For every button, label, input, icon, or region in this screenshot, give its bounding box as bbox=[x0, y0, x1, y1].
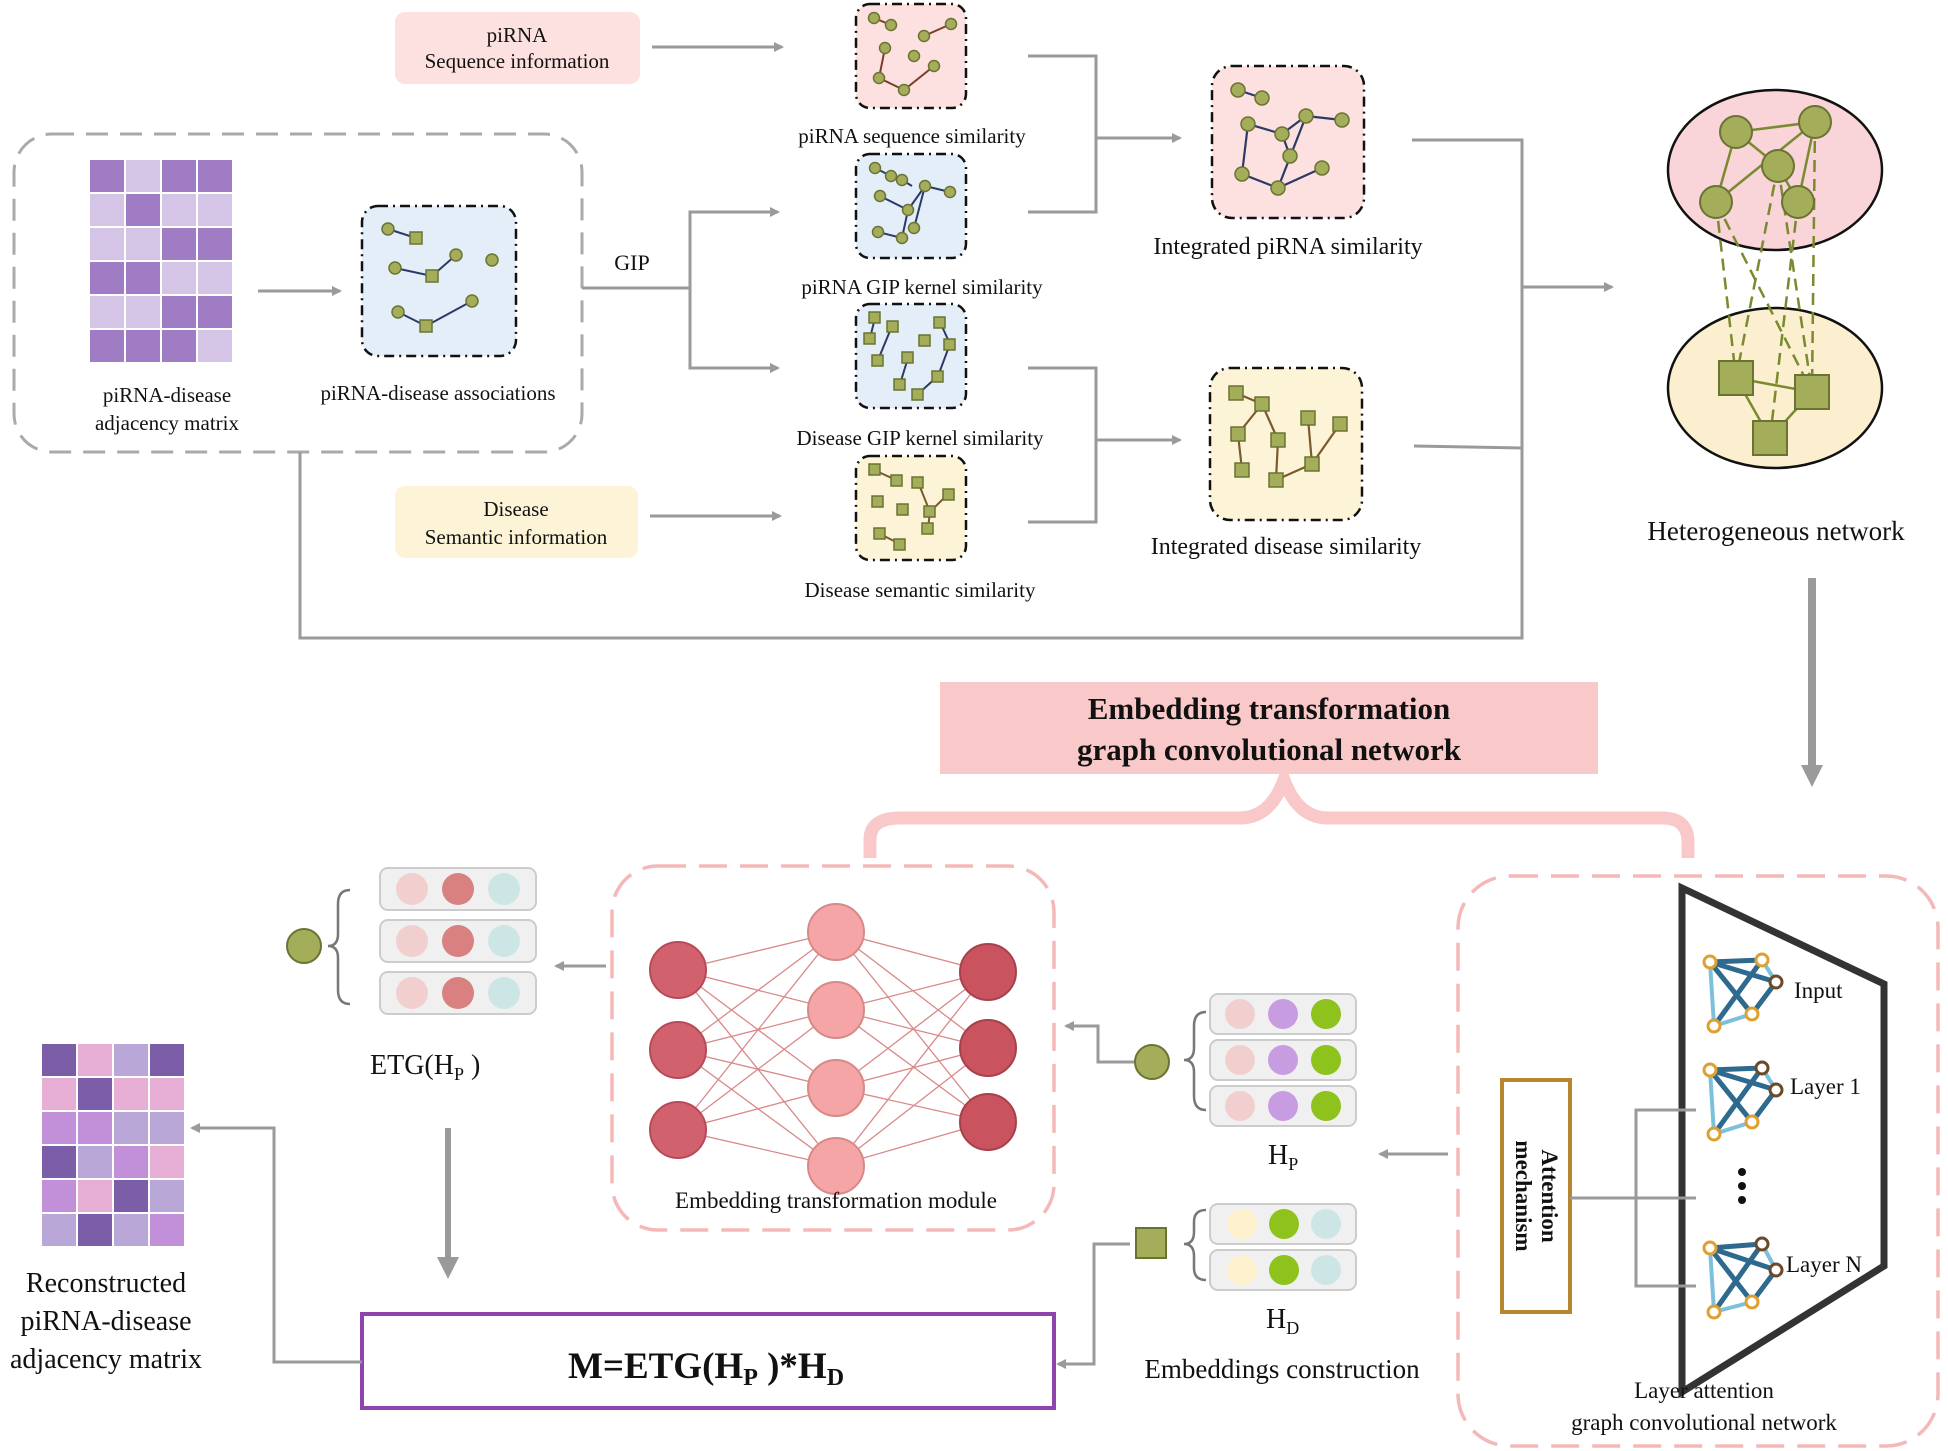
integrated-disease-label: Integrated disease similarity bbox=[1151, 534, 1422, 560]
etm-label: Embedding transformation module bbox=[675, 1188, 997, 1213]
arrow-gip-to-pirna-gip bbox=[688, 207, 780, 288]
reconstructed-label-line3: adjacency matrix bbox=[10, 1344, 202, 1375]
etgcn-banner-line1: Embedding transformation bbox=[1088, 691, 1451, 726]
hp-label: HP bbox=[1268, 1140, 1298, 1174]
reconstructed-matrix bbox=[42, 1044, 184, 1246]
arrow-formula-to-reconstructed bbox=[190, 1123, 362, 1364]
pirna-gip-similarity-label: piRNA GIP kernel similarity bbox=[801, 275, 1043, 299]
etgcn-brace bbox=[863, 761, 1695, 858]
disease-merge-bracket bbox=[1028, 366, 1098, 524]
gip-label: GIP bbox=[614, 250, 649, 275]
disease-semantic-input-line2: Semantic information bbox=[425, 525, 608, 549]
reconstructed-label-line2: piRNA-disease bbox=[20, 1306, 191, 1337]
attention-label-line2: mechanism bbox=[1511, 1140, 1536, 1251]
left-input-group: piRNA-disease adjacency matrix piRNA-dis… bbox=[12, 132, 584, 454]
embeddings-construction-label: Embeddings construction bbox=[1144, 1354, 1420, 1384]
disease-semantic-input: Disease Semantic information bbox=[395, 486, 638, 558]
heterogeneous-network bbox=[1666, 88, 1884, 470]
layer-ellipsis-dot-2 bbox=[1738, 1182, 1746, 1190]
formula-box: M=ETG(HP )*HD bbox=[360, 1312, 1056, 1410]
disease-gip-similarity-box bbox=[854, 302, 968, 410]
lagcn-caption-line2: graph convolutional network bbox=[1571, 1410, 1837, 1435]
pirna-sequence-similarity-box bbox=[854, 2, 968, 110]
attention-label-line1: Attention bbox=[1537, 1149, 1562, 1242]
arrow-gip-to-disease-gip bbox=[688, 288, 780, 373]
pirna-sequence-similarity-label: piRNA sequence similarity bbox=[798, 124, 1026, 148]
formula-text: M=ETG(HP )*HD bbox=[568, 1346, 844, 1391]
integrated-pirna-label: Integrated piRNA similarity bbox=[1153, 234, 1422, 260]
pirna-gip-similarity-box bbox=[854, 152, 968, 260]
reconstructed-label-line1: Reconstructed bbox=[26, 1268, 186, 1299]
embedding-transformation-module bbox=[610, 864, 1056, 1232]
pirna-sequence-input-line2: Sequence information bbox=[425, 49, 610, 73]
integrated-merge-bracket bbox=[1412, 138, 1524, 450]
disease-semantic-similarity-box bbox=[854, 454, 968, 562]
etgcn-banner-line2: graph convolutional network bbox=[1077, 732, 1462, 767]
heterogeneous-network-label: Heterogeneous network bbox=[1647, 516, 1905, 546]
associations-graph bbox=[360, 204, 518, 358]
arrow-hd-to-formula bbox=[1056, 1242, 1130, 1369]
pirna-sequence-input: piRNA Sequence information bbox=[395, 12, 640, 84]
arrow-hp-to-etm bbox=[1064, 1021, 1134, 1064]
layer-1-label: Layer 1 bbox=[1790, 1074, 1861, 1099]
etg-label: ETG(HP ) bbox=[370, 1050, 480, 1084]
pirna-merge-bracket bbox=[1028, 54, 1098, 214]
layer-input-label: Input bbox=[1794, 978, 1843, 1003]
adjacency-matrix bbox=[90, 160, 232, 362]
hd-embeddings bbox=[1135, 1203, 1357, 1291]
lagcn-layern-graph bbox=[1702, 1236, 1784, 1320]
hd-label: HD bbox=[1266, 1304, 1299, 1338]
etg-embeddings bbox=[286, 867, 537, 1015]
layer-n-label: Layer N bbox=[1786, 1252, 1862, 1277]
associations-label: piRNA-disease associations bbox=[320, 381, 555, 405]
integrated-pirna-box bbox=[1210, 64, 1366, 220]
layer-ellipsis-dot-3 bbox=[1738, 1196, 1746, 1204]
lagcn-module: Attention mechanism bbox=[1456, 874, 1940, 1448]
adjacency-loop-line bbox=[298, 448, 1524, 640]
etgcn-banner: Embedding transformation graph convoluti… bbox=[940, 682, 1598, 774]
lagcn-caption-line1: Layer attention bbox=[1634, 1378, 1774, 1403]
layer-ellipsis-dot-1 bbox=[1738, 1168, 1746, 1176]
matrix-label-line1: piRNA-disease bbox=[103, 383, 231, 407]
lagcn-layer1-graph bbox=[1702, 1060, 1784, 1142]
disease-gip-similarity-label: Disease GIP kernel similarity bbox=[796, 426, 1044, 450]
disease-semantic-similarity-label: Disease semantic similarity bbox=[805, 578, 1036, 602]
integrated-disease-box bbox=[1208, 366, 1364, 522]
disease-semantic-input-line1: Disease bbox=[483, 497, 548, 521]
pirna-sequence-input-line1: piRNA bbox=[487, 23, 549, 47]
matrix-label-line2: adjacency matrix bbox=[95, 411, 240, 435]
lagcn-input-graph bbox=[1702, 952, 1784, 1034]
hp-embeddings bbox=[1134, 993, 1357, 1127]
